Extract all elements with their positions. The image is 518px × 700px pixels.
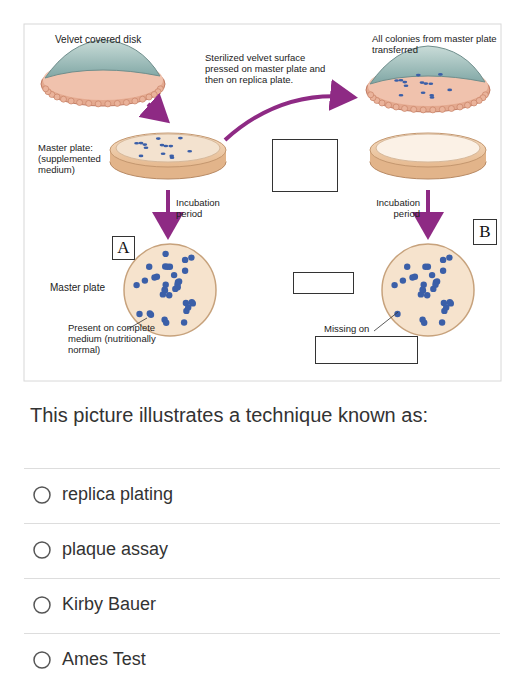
callout-box: A [112,236,135,260]
velvet-disk-transfer [366,46,490,113]
step-label: Incubation period [362,198,420,220]
part-label: Velvet covered disk [55,34,143,46]
master-dish [110,133,226,179]
callout-letter: A [117,238,129,258]
callout-box: B [473,219,497,245]
question-text: This picture illustrates a technique kno… [30,404,500,427]
part-label: Master plate: (supplemented medium) [38,143,112,176]
answer-option: plaque assay [62,539,362,560]
velvet-disk [41,40,165,107]
step-label: Incubation period [176,198,236,220]
step-note: All colonies from master plate transferr… [372,34,498,56]
note: Missing on [324,324,384,335]
answer-option: Ames Test [62,649,362,670]
callout-letter: B [479,222,490,242]
step-note: Sterilized velvet surface pressed on mas… [205,53,333,86]
part-label: Master plate [50,282,125,294]
answer-option: replica plating [62,484,362,505]
replica-plate-top [382,244,474,336]
replica-dish [370,133,486,179]
answer-option: Kirby Bauer [62,594,362,615]
note: Present on complete medium (nutritionall… [68,323,190,356]
